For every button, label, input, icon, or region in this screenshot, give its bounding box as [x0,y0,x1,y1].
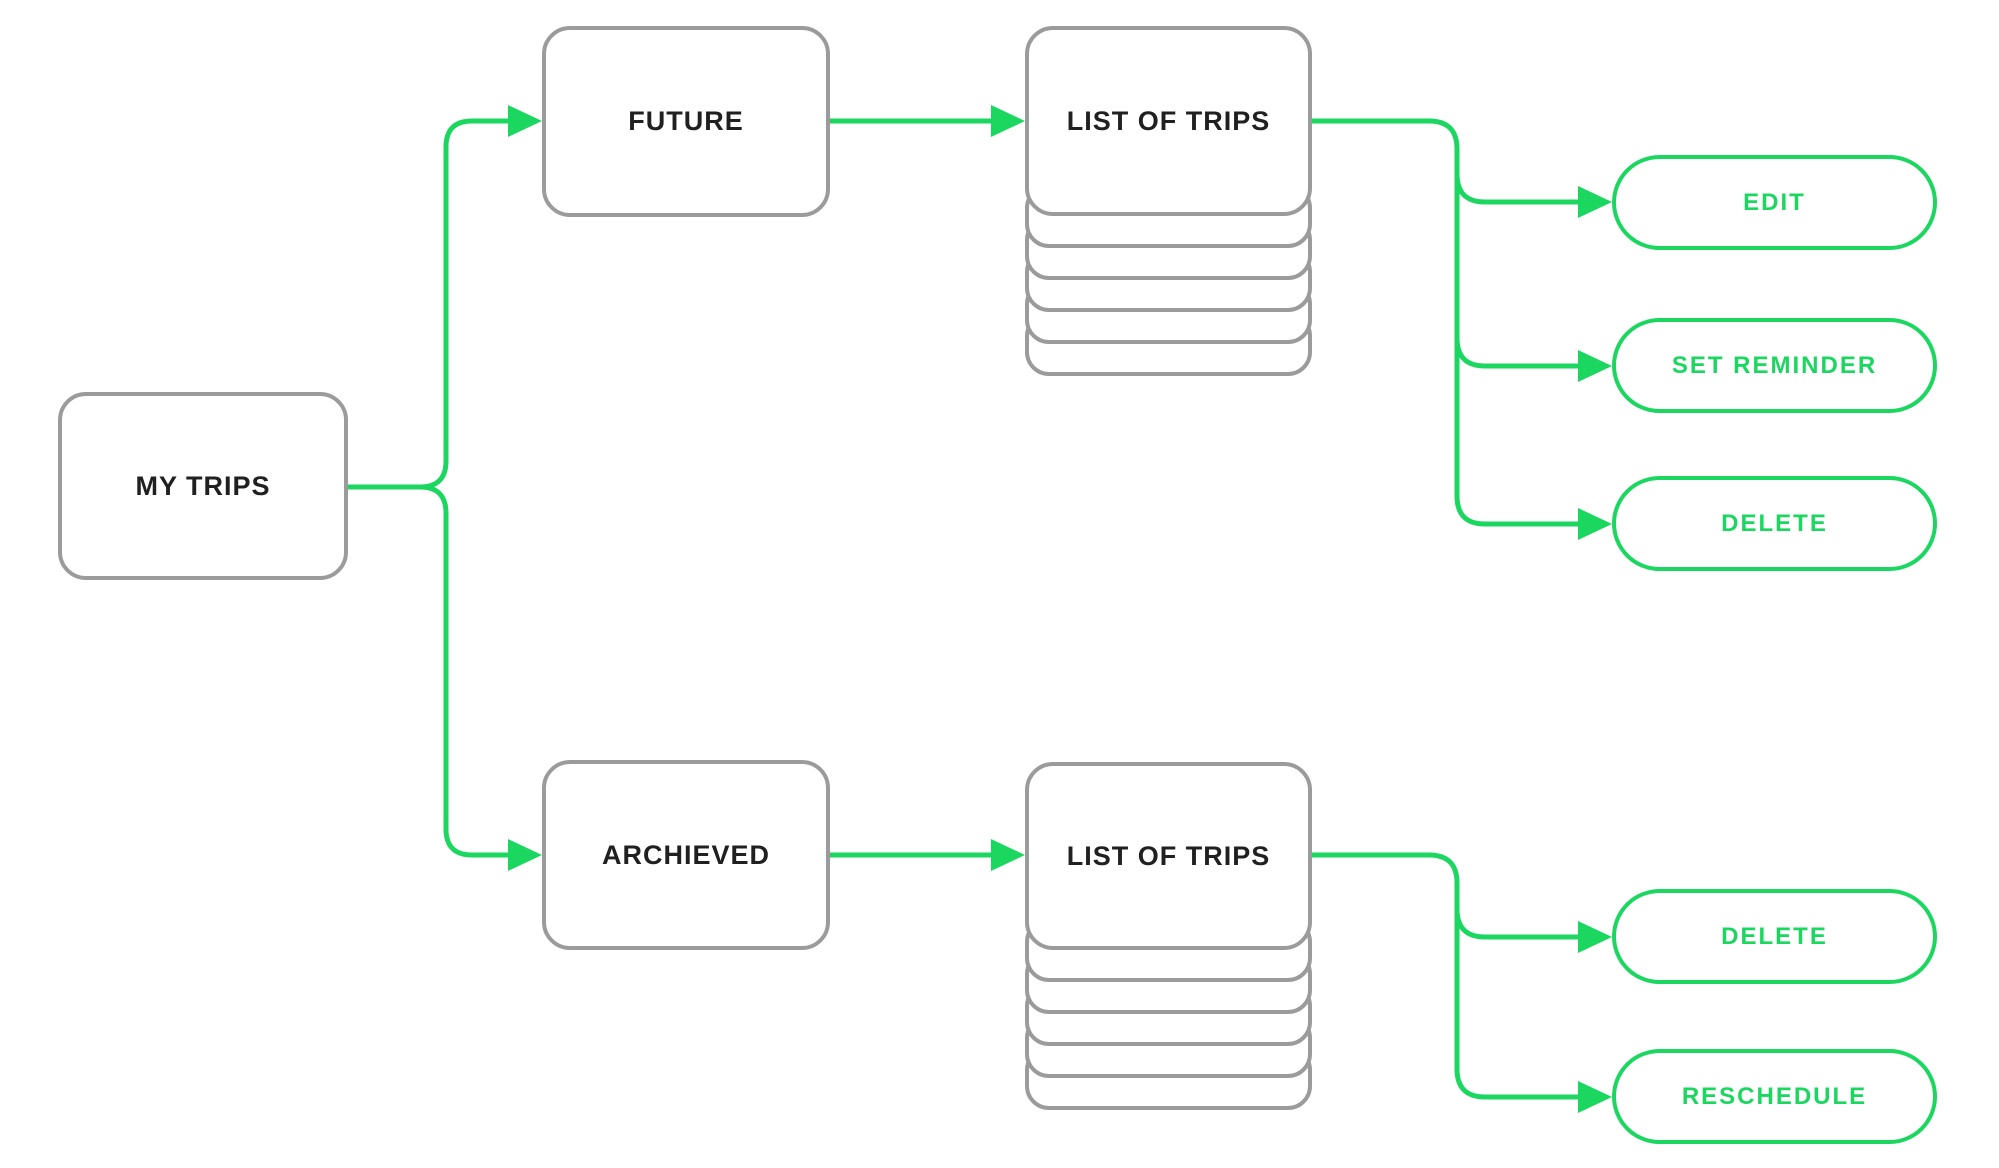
action-delete-archieved-label: DELETE [1721,922,1828,950]
action-set-reminder-button[interactable]: SET REMINDER [1612,318,1937,413]
action-reschedule-label: RESCHEDULE [1681,1082,1868,1110]
action-reschedule-button[interactable]: RESCHEDULE [1612,1049,1937,1144]
node-future-list-label: LIST OF TRIPS [1066,105,1271,136]
node-future-list-of-trips[interactable]: LIST OF TRIPS [1025,26,1312,216]
action-edit-label: EDIT [1743,188,1806,216]
arrowhead-icon [1578,350,1612,382]
action-delete-future-button[interactable]: DELETE [1612,476,1937,571]
arrowhead-icon [991,105,1025,137]
arrowhead-icon [1578,508,1612,540]
node-my-trips-label: MY TRIPS [135,470,271,501]
node-my-trips[interactable]: MY TRIPS [58,392,348,580]
node-future[interactable]: FUTURE [542,26,830,217]
connector-archievedlist-trunk [1312,852,1580,1100]
node-future-label: FUTURE [628,106,744,136]
arrowhead-icon [1578,186,1612,218]
node-archieved-label: ARCHIEVED [601,839,771,870]
connector-mytrips-future [419,118,510,490]
connector-branch-delete-archieved [1454,908,1580,940]
connector-futurelist-trunk [1312,118,1580,527]
arrowhead-icon [1578,921,1612,953]
node-archieved[interactable]: ARCHIEVED [542,760,830,950]
connector-branch-edit [1454,173,1580,205]
connector-mytrips-archieved [419,484,510,858]
node-archieved-list-label: LIST OF TRIPS [1066,840,1271,871]
action-delete-archieved-button[interactable]: DELETE [1612,889,1937,984]
arrowhead-icon [1578,1081,1612,1113]
arrowhead-icon [508,839,542,871]
action-delete-future-label: DELETE [1721,509,1828,537]
arrowhead-icon [508,105,542,137]
action-edit-button[interactable]: EDIT [1612,155,1937,250]
arrowhead-icon [991,839,1025,871]
action-set-reminder-label: SET REMINDER [1671,351,1878,379]
node-archieved-list-of-trips[interactable]: LIST OF TRIPS [1025,762,1312,950]
connector-branch-set-reminder [1454,337,1580,369]
